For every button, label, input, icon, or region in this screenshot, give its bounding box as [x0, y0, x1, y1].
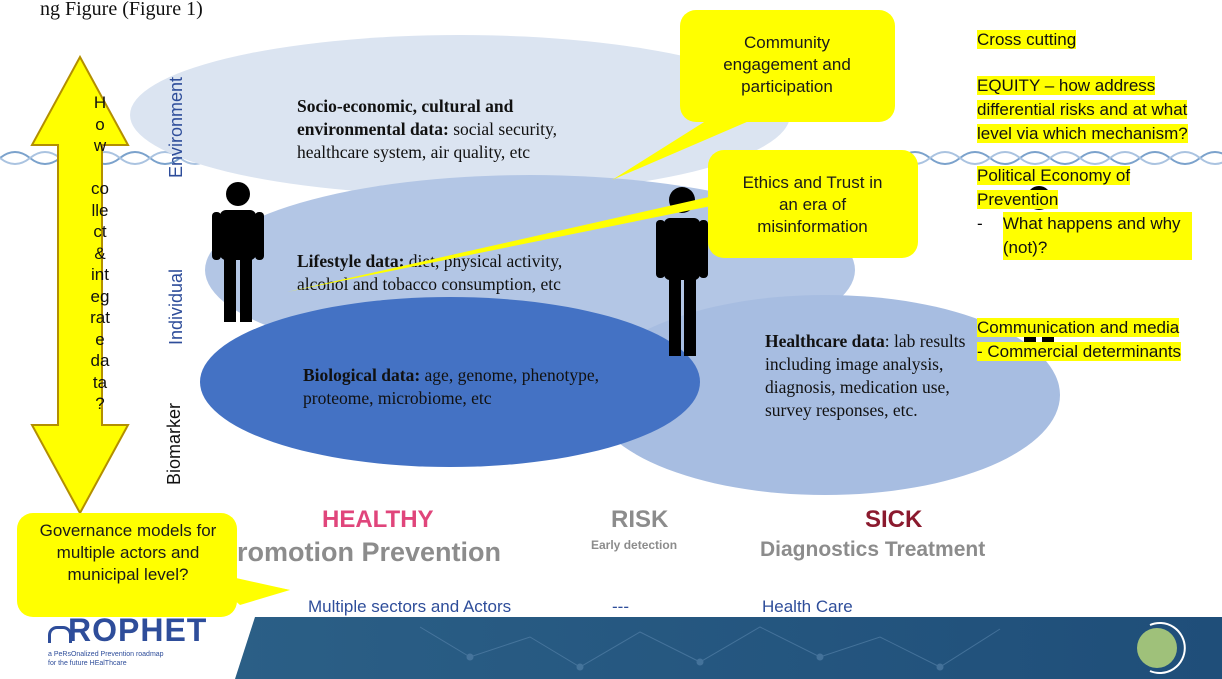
healthcare-title: Healthcare data	[765, 331, 885, 351]
governance-callout: Governance models for multiple actors an…	[39, 521, 217, 584]
footer-band	[235, 617, 1222, 679]
community-callout: Community engagement and participation	[723, 33, 851, 96]
logo-tagline-1: a PeRsOnalized Prevention roadmap	[48, 651, 164, 658]
healthcare-body: : lab results including image analysis, …	[765, 331, 966, 420]
arrow-letter: da	[90, 351, 110, 370]
political-sub-text: What happens and why (not)?	[1002, 212, 1192, 260]
arrow-text: H o w co lle ct & int eg rat e da ta ?	[62, 92, 138, 415]
arrow-letter: co	[91, 179, 109, 198]
lifestyle-text: Lifestyle data: diet, physical activity,…	[297, 250, 597, 296]
logo-tagline-2: for the future HEalThcare	[48, 660, 127, 667]
arrow-letter: e	[95, 329, 105, 349]
arrow-letter: int	[91, 265, 109, 284]
bottom-sectors: Multiple sectors and Actors	[308, 597, 512, 616]
healthcare-ellipse	[590, 295, 1060, 495]
stage-healthy: HEALTHY	[322, 506, 434, 533]
socio-title: Socio-economic, cultural and environment…	[297, 96, 514, 139]
lifestyle-title: Lifestyle data:	[297, 251, 405, 271]
biological-text: Biological data: age, genome, phenotype,…	[303, 364, 663, 410]
logo: ROPHET a PeRsOnalized Prevention roadmap…	[48, 612, 238, 678]
stage-risk-sub: Early detection	[591, 538, 678, 552]
healthcare-text: Healthcare data: lab results including i…	[765, 330, 980, 422]
logo-name: ROPHET	[68, 612, 208, 648]
political-text: Political Economy of Prevention	[977, 166, 1131, 209]
arrow-letter: ?	[95, 394, 105, 413]
biological-ellipse	[200, 297, 700, 467]
socio-ellipse	[130, 35, 790, 195]
comms-text: Communication and media	[977, 318, 1180, 337]
bottom-care: Health Care	[762, 597, 853, 616]
bottom-dashes: ---	[612, 597, 629, 616]
stage-risk: RISK	[611, 506, 669, 533]
biological-title: Biological data:	[303, 365, 421, 385]
comms-sub-text: - Commercial determinants	[977, 342, 1182, 361]
socio-text: Socio-economic, cultural and environment…	[297, 95, 617, 164]
political-dash: -	[977, 214, 983, 233]
arrow-letter: H	[93, 93, 107, 112]
arrow-letter: rat	[90, 308, 110, 327]
arrow-letter: eg	[90, 286, 110, 306]
arrow-letter: &	[94, 243, 106, 263]
socio-body: social security, healthcare system, air …	[297, 119, 558, 162]
stage-healthy-sub: romotion Prevention	[237, 537, 502, 567]
top-caption: ng Figure (Figure 1)	[40, 0, 203, 20]
biological-body: age, genome, phenotype, proteome, microb…	[303, 365, 599, 408]
cross-cutting-panel: Cross cutting EQUITY – how address diffe…	[977, 28, 1192, 364]
equity-text: EQUITY – how address differential risks …	[977, 76, 1188, 143]
cross-cutting-title: Cross cutting	[977, 30, 1077, 49]
arrow-letter: w	[93, 136, 107, 155]
person-healthy-icon	[212, 182, 264, 322]
stage-sick: SICK	[865, 506, 923, 533]
stage-sick-sub: Diagnostics Treatment	[760, 538, 986, 561]
ethics-callout: Ethics and Trust in an era of misinforma…	[742, 173, 883, 236]
arrow-letter: ct	[93, 222, 107, 241]
arrow-letter: ta	[92, 372, 108, 392]
arrow-letter: o	[95, 114, 105, 134]
arrow-letter: lle	[91, 200, 109, 220]
logo-mark-icon	[48, 626, 72, 643]
